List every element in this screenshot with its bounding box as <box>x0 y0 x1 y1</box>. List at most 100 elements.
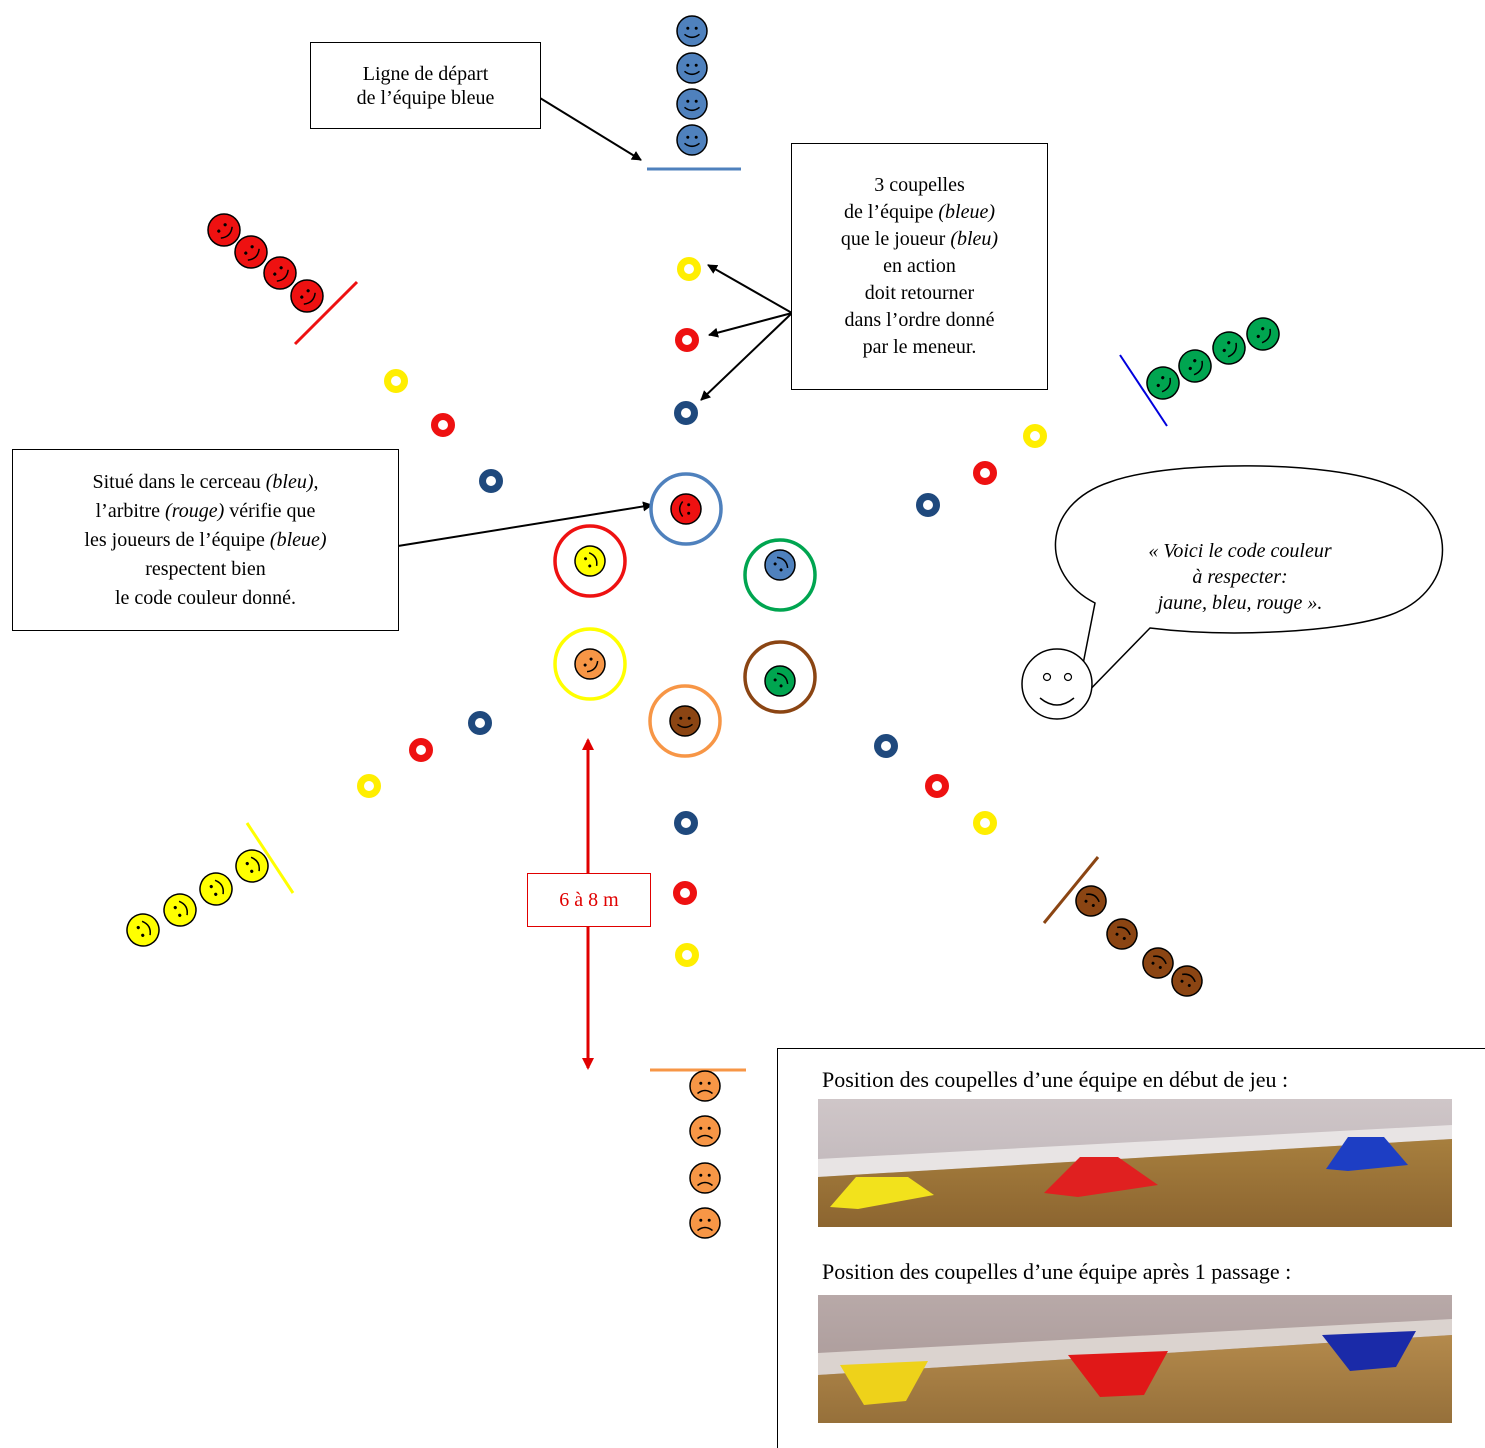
cones-text-3: que le joueur (bleu) <box>841 226 998 253</box>
cone-ring-icon <box>675 328 699 352</box>
photo-cones-after <box>818 1295 1452 1423</box>
callout-start-line: Ligne de départ de l’équipe bleue <box>310 42 541 129</box>
cone-ring-icon <box>674 811 698 835</box>
hoop-ring-icon <box>649 472 723 546</box>
cones-text-2: de l’équipe (bleue) <box>841 199 998 226</box>
speech-line-1: « Voici le code couleur <box>1148 540 1332 562</box>
smiley-face-icon <box>1178 349 1212 383</box>
distance-label: 6 à 8 m <box>527 873 651 927</box>
referee-text-5: le code couleur donné. <box>114 586 297 609</box>
smiley-face-icon <box>263 256 297 290</box>
smiley-face-icon <box>764 549 796 581</box>
smiley-face-icon <box>126 913 160 947</box>
hoop-ring-icon <box>553 524 627 598</box>
start-line-yellow <box>245 822 295 894</box>
smiley-face-icon <box>1075 885 1107 917</box>
cones-text-6: dans l’ordre donné <box>844 309 995 331</box>
referee-text-1a: Situé dans le cerceau <box>92 470 266 493</box>
smiley-face-icon <box>199 872 233 906</box>
photo-panel: Position des coupelles d’une équipe en d… <box>777 1048 1485 1448</box>
players-group <box>126 15 1280 1239</box>
cone-photo-yellow-flipped <box>840 1361 928 1405</box>
smiley-face-icon <box>689 1162 721 1194</box>
cone-photo-red <box>1044 1157 1158 1197</box>
callout-cones: 3 coupelles de l’équipe (bleue) que le j… <box>791 143 1048 390</box>
smiley-face-icon <box>290 279 324 313</box>
cone-ring-icon <box>431 413 455 437</box>
cones-text-3b: (bleu) <box>950 228 999 250</box>
referee-text-2: l’arbitre (rouge) vérifie que <box>84 497 326 526</box>
smiley-face-icon <box>574 648 606 680</box>
smiley-face-icon <box>676 52 708 84</box>
referee-text-3a: les joueurs de l’équipe <box>84 528 270 551</box>
cones-text-5: doit retourner <box>864 282 975 304</box>
speech-line-3: jaune, bleu, rouge ». <box>1157 592 1323 614</box>
cone-ring-icon <box>384 369 408 393</box>
callout-referee: Situé dans le cerceau (bleu), l’arbitre … <box>12 449 399 631</box>
cone-ring-icon <box>357 774 381 798</box>
smiley-face-icon <box>689 1207 721 1239</box>
smiley-face-icon <box>670 493 702 525</box>
smiley-face-icon <box>669 705 701 737</box>
cone-ring-icon <box>677 257 701 281</box>
smiley-face-icon <box>235 849 269 883</box>
referee-text-4: respectent bien <box>145 557 266 580</box>
smiley-face-icon <box>1171 965 1203 997</box>
cones-text-7: par le meneur. <box>862 336 977 358</box>
smiley-face-icon <box>1142 947 1174 979</box>
photo-cones-start <box>818 1099 1452 1227</box>
cones-text-2b: (bleue) <box>938 201 996 223</box>
cone-ring-icon <box>874 734 898 758</box>
cone-ring-icon <box>925 774 949 798</box>
cones-group <box>357 257 1047 967</box>
hoop-ring-icon <box>743 538 817 612</box>
cones-text-2a: de l’équipe <box>843 201 939 223</box>
cones-text-1: 3 coupelles <box>874 174 965 196</box>
smiley-face-icon <box>689 1115 721 1147</box>
arrow-cone-yellow <box>707 264 793 314</box>
smiley-face-icon <box>234 235 268 269</box>
hoop-ring-icon <box>648 684 722 758</box>
cones-text-4: en action <box>883 255 956 277</box>
leader-smiley-icon <box>1021 648 1093 720</box>
cone-ring-icon <box>916 493 940 517</box>
cone-ring-icon <box>673 881 697 905</box>
referee-text-2c: vérifie que <box>224 499 316 522</box>
referee-text-2b: (rouge) <box>165 499 225 522</box>
start-line-brown <box>1042 856 1100 924</box>
cone-ring-icon <box>973 461 997 485</box>
cone-photo-red-flipped <box>1068 1351 1168 1397</box>
hoops-group <box>553 472 817 758</box>
referee-text-1: Situé dans le cerceau (bleu), <box>84 468 326 497</box>
smiley-face-icon <box>1212 331 1246 365</box>
arrow-cone-blue <box>700 312 793 401</box>
start-line-red <box>293 280 359 346</box>
hoop-ring-icon <box>553 627 627 701</box>
arrow-start-line <box>539 97 642 161</box>
cone-ring-icon <box>409 738 433 762</box>
referee-text-3b: (bleue) <box>269 528 327 551</box>
smiley-face-icon <box>676 124 708 156</box>
speech-bubble <box>1054 465 1444 708</box>
smiley-face-icon <box>764 665 796 697</box>
smiley-face-icon <box>163 893 197 927</box>
arrow-cone-red <box>708 312 793 338</box>
smiley-face-icon <box>1146 366 1180 400</box>
referee-text-1c: , <box>313 470 319 493</box>
start-line-green <box>1119 354 1168 427</box>
smiley-face-icon <box>1106 918 1138 950</box>
referee-text-1b: (bleu) <box>265 470 314 493</box>
cone-ring-icon <box>468 711 492 735</box>
cone-photo-blue <box>1326 1137 1408 1171</box>
speech-text: « Voici le code couleur à respecter: jau… <box>1110 538 1370 616</box>
callout-start-line-text-1: Ligne de départ <box>362 62 489 85</box>
smiley-face-icon <box>207 213 241 247</box>
smiley-face-icon <box>689 1070 721 1102</box>
cone-ring-icon <box>479 469 503 493</box>
cone-ring-icon <box>1023 424 1047 448</box>
cone-ring-icon <box>973 811 997 835</box>
referee-text-2a: l’arbitre <box>95 499 166 522</box>
smiley-face-icon <box>574 545 606 577</box>
cones-text-3a: que le joueur <box>840 228 951 250</box>
